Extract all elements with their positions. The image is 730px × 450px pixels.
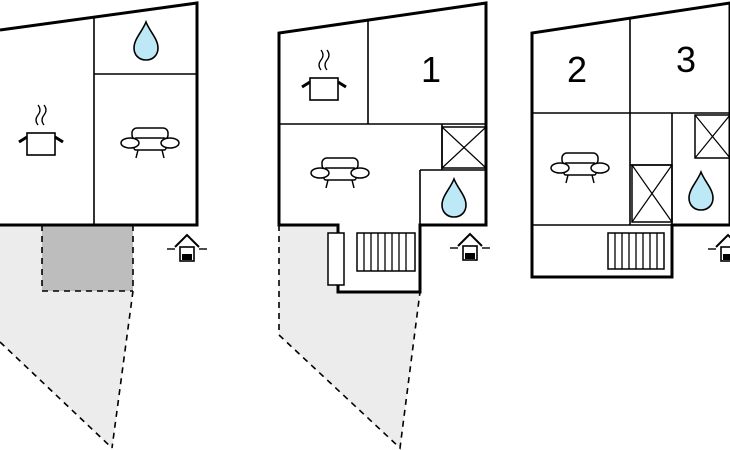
- floor-plan-right: 2 3: [530, 1, 730, 279]
- inner-walls: [93, 16, 197, 225]
- water-drop-icon: [441, 178, 467, 218]
- closet-x: [441, 126, 487, 169]
- outer-wall: [0, 1, 199, 227]
- closet-x: [694, 114, 730, 159]
- kitchen-pot-icon: [17, 103, 65, 157]
- terrace-area: [279, 225, 420, 448]
- kitchen-pot-icon: [300, 48, 348, 102]
- patio-area: [42, 225, 133, 291]
- entrance-icon: [707, 234, 730, 262]
- water-drop-icon: [688, 171, 714, 211]
- floor-plan-middle: 1: [277, 1, 491, 450]
- inner-walls: [532, 18, 730, 226]
- room-number: 3: [676, 39, 696, 80]
- water-drop-icon: [133, 21, 159, 61]
- stairs-icon: [356, 232, 416, 272]
- sofa-icon: [550, 152, 610, 184]
- room-number: 1: [421, 49, 441, 90]
- sofa-icon: [120, 127, 180, 159]
- entrance-icon: [449, 233, 491, 261]
- stairs-icon: [607, 232, 665, 270]
- room-number: 2: [567, 49, 587, 90]
- entrance-icon: [166, 234, 208, 262]
- floor-plan-left: [0, 1, 208, 449]
- terrace-outline: [0, 225, 134, 449]
- sofa-icon: [310, 157, 370, 189]
- door-leaf: [327, 232, 345, 286]
- terrace-outline: [278, 225, 421, 450]
- closet-x: [631, 164, 673, 223]
